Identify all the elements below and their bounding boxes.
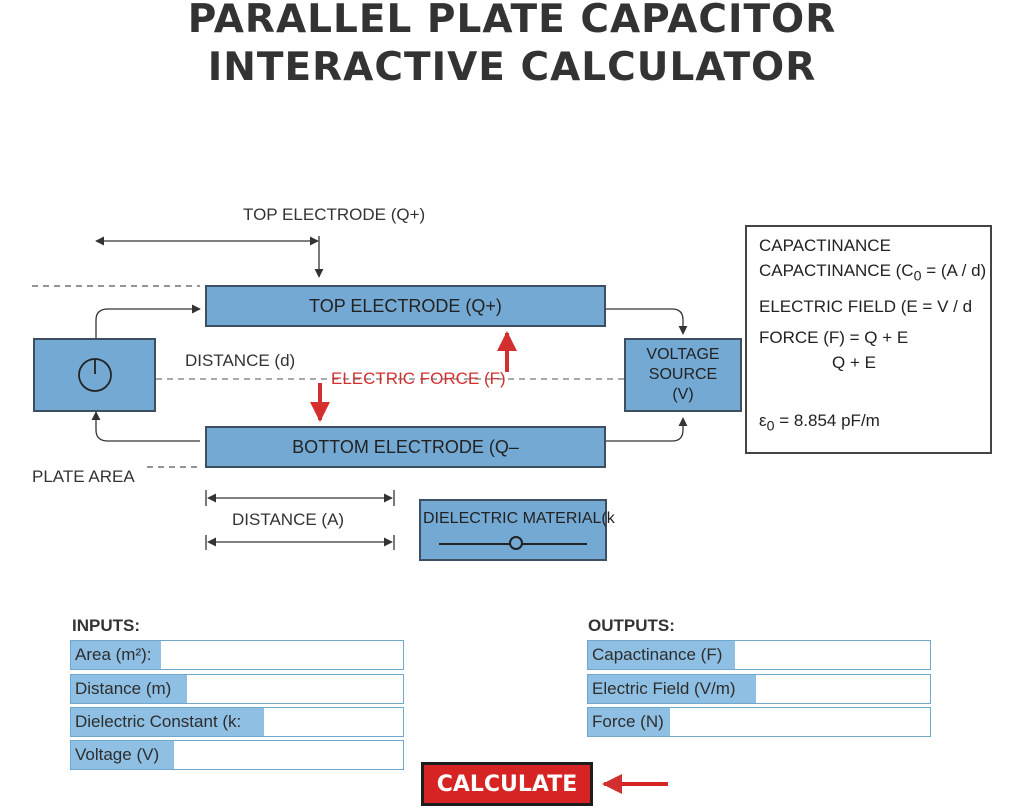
left-top-wire bbox=[95, 304, 201, 338]
dielectric-constant-input-fill bbox=[71, 708, 264, 736]
epsilon-line: ε0 = 8.854 pF/m bbox=[759, 411, 880, 434]
dielectric-slider-thumb[interactable] bbox=[508, 536, 523, 550]
voltage-source-line-1: VOLTAGE bbox=[646, 346, 720, 363]
formula-panel: CAPACTINANCE CAPACTINANCE (C0 = (A / d) … bbox=[745, 225, 992, 454]
plate-area-label: PLATE AREA bbox=[32, 467, 135, 486]
voltage-input-label: Voltage (V) bbox=[75, 745, 160, 764]
epsilon-symbol: ε bbox=[759, 411, 767, 430]
distance-d-label: DISTANCE (d) bbox=[185, 351, 296, 370]
electric-field-output-label: Electric Field (V/m) bbox=[592, 679, 736, 698]
epsilon-sub: 0 bbox=[766, 418, 775, 435]
electric-field-output-fill bbox=[588, 675, 756, 703]
voltage-input[interactable]: Voltage (V) bbox=[70, 740, 404, 770]
formula-line-2-prefix: CAPACTINANCE (C bbox=[759, 261, 914, 280]
formula-line-4: FORCE (F) = Q + E bbox=[759, 328, 909, 347]
switch-box[interactable] bbox=[33, 338, 156, 412]
area-input-fill bbox=[71, 641, 161, 669]
dielectric-material-label: DIELECTRIC MATERIAL(k bbox=[423, 510, 615, 527]
distance-input-fill bbox=[71, 675, 188, 703]
dielectric-constant-input[interactable]: Dielectric Constant (k: bbox=[70, 707, 404, 737]
formula-line-5: Q + E bbox=[832, 353, 876, 372]
inputs-heading: INPUTS: bbox=[72, 616, 140, 635]
bottom-electrode-label: BOTTOM ELECTRODE (Q– bbox=[292, 436, 519, 457]
electric-force-label: ELECTRIC FORCE (F) bbox=[331, 369, 506, 388]
right-bottom-wire bbox=[606, 417, 688, 442]
title-line-2: INTERACTIVE CALCULATOR bbox=[207, 45, 817, 90]
voltage-source-box[interactable]: VOLTAGE SOURCE (V) bbox=[624, 338, 742, 412]
dielectric-material-control[interactable]: DIELECTRIC MATERIAL(k bbox=[419, 499, 615, 561]
force-output-fill bbox=[588, 708, 671, 736]
formula-line-3: ELECTRIC FIELD (E = V / d bbox=[759, 297, 973, 316]
outputs-heading: OUTPUTS: bbox=[588, 616, 675, 635]
top-electrode-plate: TOP ELECTRODE (Q+) bbox=[205, 285, 606, 327]
capacitance-output: Capactinance (F) bbox=[587, 640, 931, 670]
formula-line-1: CAPACTINANCE bbox=[759, 236, 891, 255]
voltage-source-line-3: (V) bbox=[672, 386, 694, 403]
dielectric-constant-input-label: Dielectric Constant (k: bbox=[75, 712, 242, 731]
voltage-source-line-2: SOURCE bbox=[648, 366, 718, 383]
force-output: Force (N) bbox=[587, 707, 931, 737]
electric-field-output: Electric Field (V/m) bbox=[587, 674, 931, 704]
voltage-input-fill bbox=[71, 741, 174, 769]
formula-line-2-suffix: = (A / d) bbox=[921, 261, 987, 280]
right-top-wire bbox=[606, 308, 688, 335]
top-electrode-label: TOP ELECTRODE (Q+) bbox=[309, 295, 502, 316]
distance-a-label: DISTANCE (A) bbox=[232, 510, 345, 529]
title-line-1: PARALLEL PLATE CAPACITOR bbox=[187, 0, 837, 42]
epsilon-value: = 8.854 pF/m bbox=[774, 411, 880, 430]
bottom-electrode-plate: BOTTOM ELECTRODE (Q– bbox=[205, 426, 606, 468]
left-bottom-wire bbox=[91, 411, 200, 442]
force-output-label: Force (N) bbox=[592, 712, 664, 731]
area-input[interactable]: Area (m²): bbox=[70, 640, 404, 670]
top-electrode-annotation: TOP ELECTRODE (Q+) bbox=[243, 205, 426, 224]
capacitance-output-label: Capactinance (F) bbox=[592, 645, 723, 664]
distance-input[interactable]: Distance (m) bbox=[70, 674, 404, 704]
area-input-label: Area (m²): bbox=[75, 645, 152, 664]
distance-input-label: Distance (m) bbox=[75, 679, 172, 698]
formula-line-2-sub: 0 bbox=[913, 268, 922, 285]
power-icon bbox=[77, 358, 112, 392]
capacitance-output-fill bbox=[588, 641, 736, 669]
formula-line-2: CAPACTINANCE (C0 = (A / d) bbox=[759, 261, 986, 284]
calculate-button[interactable]: CALCULATE bbox=[421, 762, 593, 806]
